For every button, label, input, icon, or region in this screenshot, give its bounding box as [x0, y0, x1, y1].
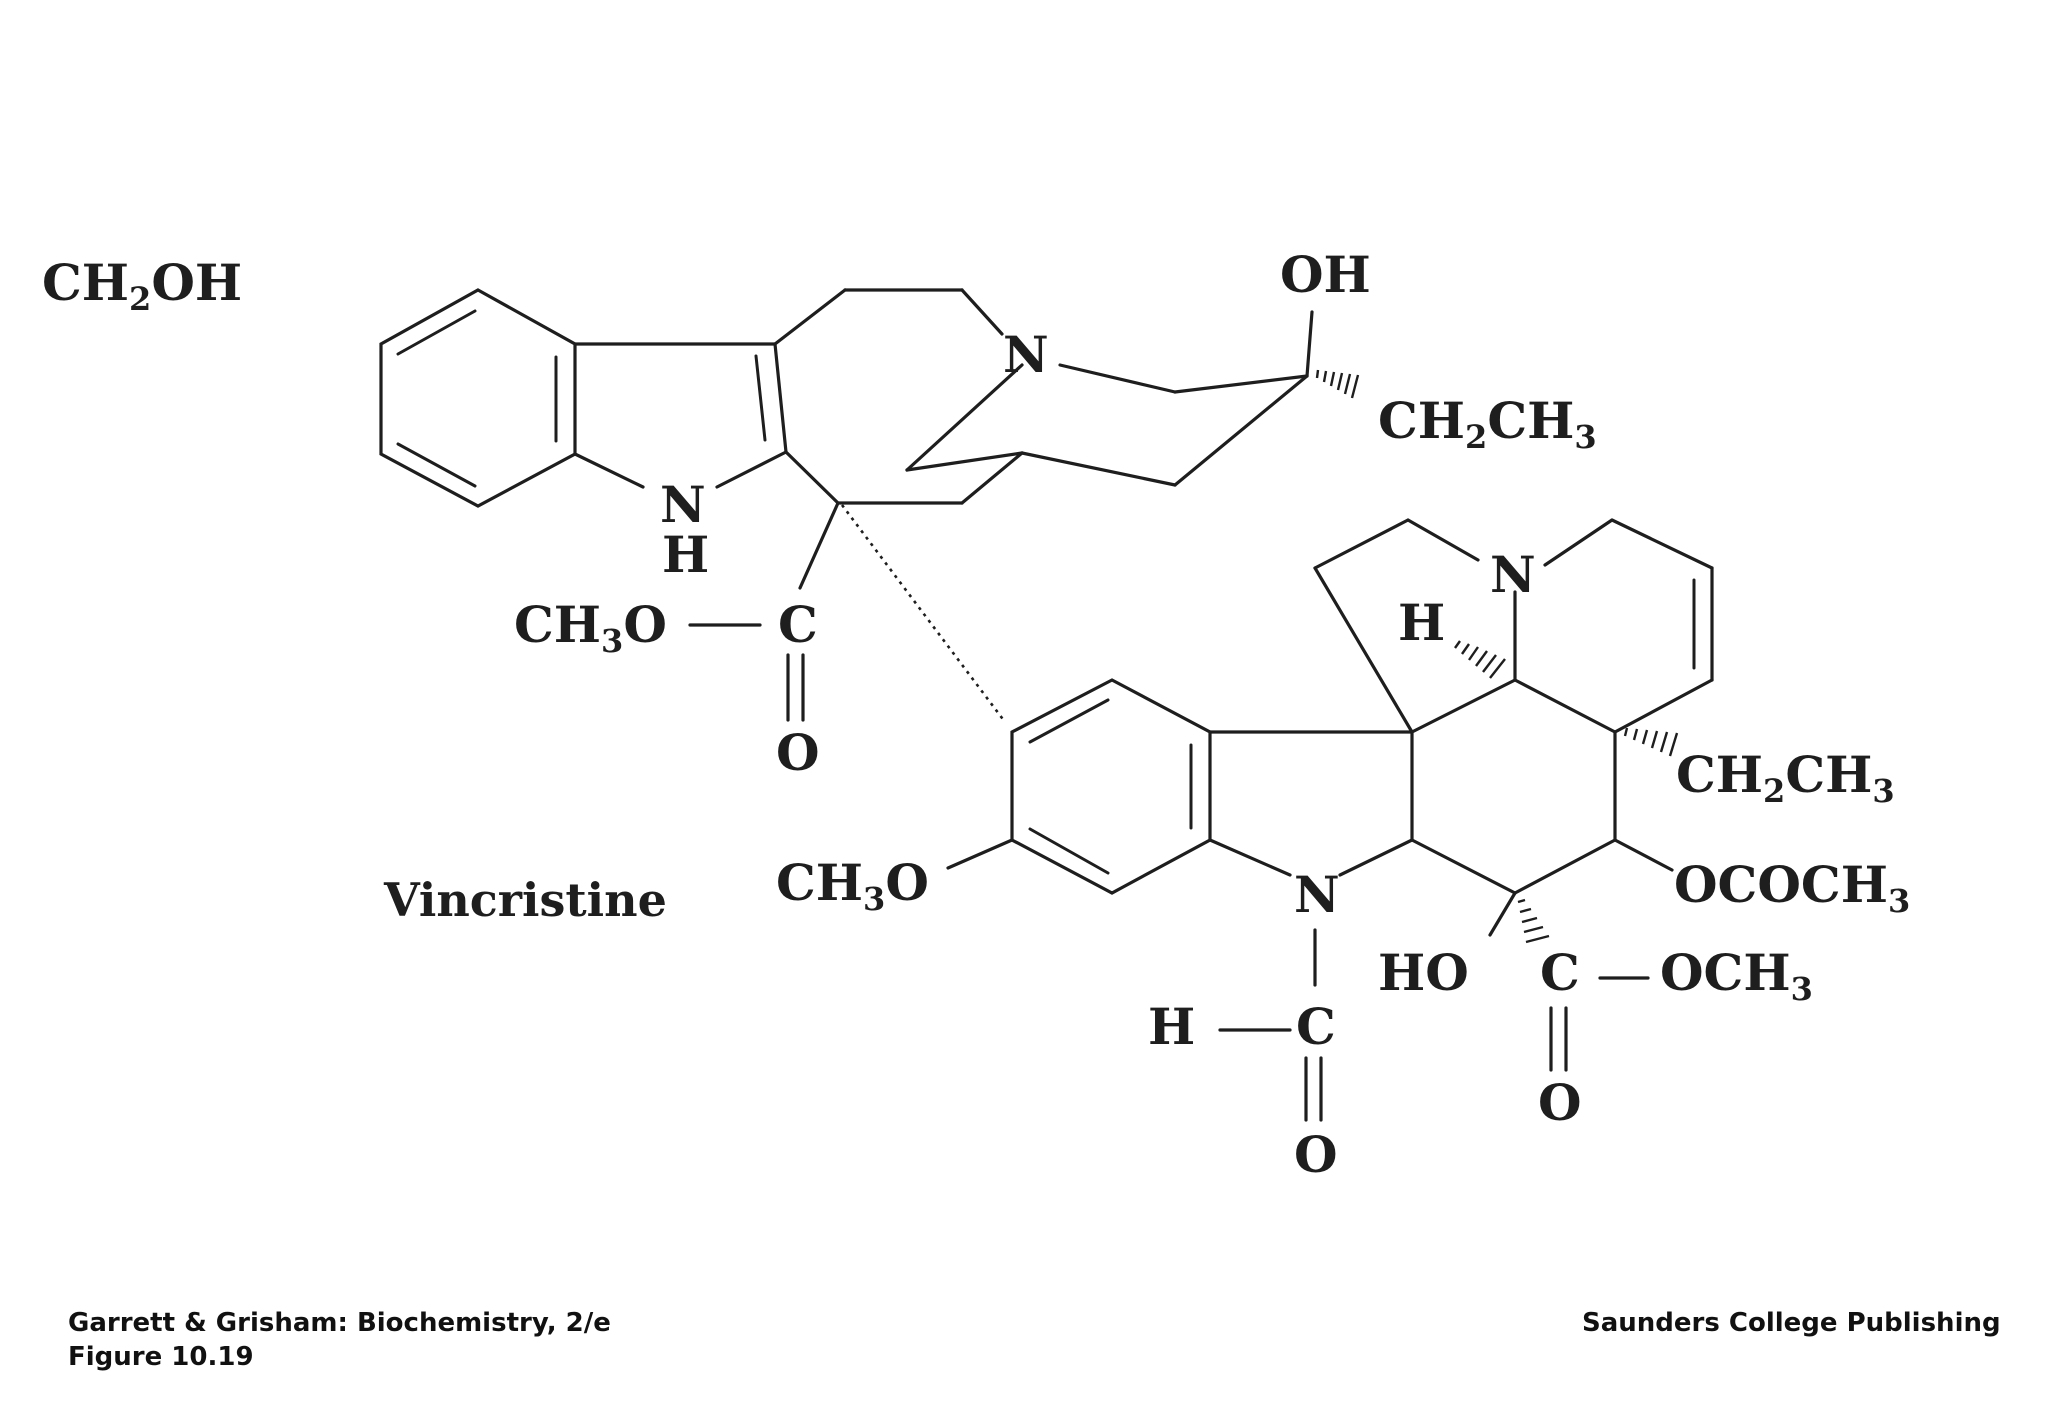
upper-indole-h-label: H [662, 525, 709, 584]
lower-acetoxy-label: OCOCH3 [1674, 855, 1910, 920]
book-credit: Garrett & Grisham: Biochemistry, 2/e Fig… [68, 1306, 611, 1374]
upper-ring-bonds [379, 288, 1314, 723]
upper-ring-n-label: N [1003, 325, 1049, 384]
lower-ester-och3-label: OCH3 [1660, 943, 1813, 1008]
upper-ester-o-label: O [776, 723, 820, 782]
upper-ethyl-hashed-wedge [1315, 369, 1360, 399]
lower-formyl-c-label: C [1296, 997, 1336, 1056]
upper-ester-c-label: C [778, 595, 818, 654]
publisher-credit: Saunders College Publishing [1582, 1306, 2001, 1340]
book-title: Garrett & Grisham: Biochemistry, 2/e [68, 1308, 611, 1338]
upper-ethyl-label: CH2CH3 [1378, 391, 1597, 456]
lower-ester-c-label: C [1540, 943, 1580, 1002]
lower-hydroxyl-label: HO [1378, 943, 1469, 1002]
lower-bridge-h-label: H [1398, 593, 1445, 652]
free-ch2oh-label: CH2OH [42, 253, 242, 318]
lower-indoline-n-label: N [1294, 865, 1340, 924]
upper-indole-n-label: N [660, 475, 706, 534]
publisher-name: Saunders College Publishing [1582, 1308, 2001, 1338]
lower-formyl-h-label: H [1148, 997, 1195, 1056]
lower-ring-bonds [946, 518, 1714, 1122]
lower-ring-n-label: N [1490, 545, 1536, 604]
figure-number: Figure 10.19 [68, 1342, 254, 1372]
lower-hashed-wedges [1454, 640, 1679, 944]
lower-ethyl-label: CH2CH3 [1676, 745, 1895, 810]
lower-ester-o-label: O [1538, 1073, 1582, 1132]
upper-oh-label: OH [1280, 245, 1371, 304]
upper-ester-ch3o-label: CH3O [514, 595, 667, 660]
lower-formyl-o-label: O [1294, 1125, 1338, 1184]
lower-methoxy-label: CH3O [776, 853, 929, 918]
compound-name: Vincristine [383, 873, 667, 927]
